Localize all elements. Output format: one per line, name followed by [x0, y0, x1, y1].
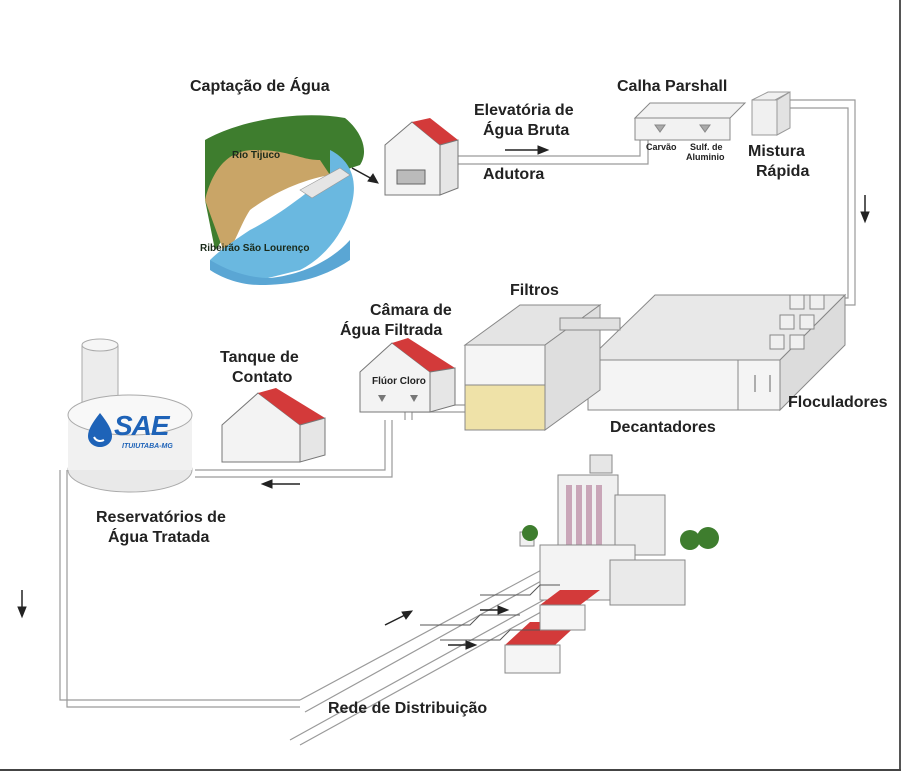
label-reservatorios-line1: Reservatórios de: [96, 509, 226, 526]
flow-arrows-distribution: [384, 605, 510, 650]
label-reservatorios-line2: Água Tratada: [108, 529, 210, 546]
label-mistura-line1: Mistura: [748, 143, 805, 160]
filtros-tank: [463, 304, 621, 431]
camara-agua-filtrada-building: [359, 338, 456, 413]
tree-icons: [522, 525, 719, 550]
tanque-de-contato-building: [221, 388, 326, 463]
label-rede-distribuicao: Rede de Distribuição: [328, 700, 488, 717]
city-buildings: [504, 454, 686, 674]
flow-arrow-left-down: [17, 590, 27, 619]
water-drop-icon: [88, 413, 112, 447]
calha-parshall: [633, 102, 747, 141]
label-rio-tijuco: Rio Tijuco: [232, 150, 281, 161]
distribution-pipes: [420, 584, 560, 641]
label-carvao: Carvão: [646, 142, 677, 152]
captacao-terrain: [205, 115, 365, 285]
flow-arrow-right-down: [860, 195, 870, 224]
label-captacao: Captação de Água: [190, 78, 330, 95]
flow-arrow-adutora: [505, 145, 550, 155]
sae-logo-subtitle: ITUIUTABA-MG: [122, 443, 173, 450]
label-floculadores: Floculadores: [788, 394, 888, 411]
flow-arrow-intake: [351, 167, 379, 184]
label-sulf-line1: Sulf. de: [690, 142, 723, 152]
label-mistura-line2: Rápida: [756, 163, 810, 180]
label-elevatoria-line1: Elevatória de: [474, 102, 574, 119]
label-decantadores: Decantadores: [610, 419, 716, 436]
label-camara-line1: Câmara de: [370, 302, 452, 319]
mistura-rapida-tank: [751, 91, 791, 136]
label-ribeirao: Ribeirão São Lourenço: [200, 243, 310, 254]
label-calha-parshall: Calha Parshall: [617, 78, 728, 95]
frame-border-bottom: [0, 769, 901, 771]
label-elevatoria-line2: Água Bruta: [483, 122, 570, 139]
label-filtros: Filtros: [510, 282, 559, 299]
label-camara-line2: Água Filtrada: [340, 322, 443, 339]
label-tanque-line2: Contato: [232, 369, 293, 386]
elevatoria-building: [384, 118, 459, 196]
flow-arrow-left: [260, 479, 300, 489]
decantadores-floculadores-block: [586, 293, 847, 412]
label-tanque-line1: Tanque de: [220, 349, 299, 366]
label-fluor-cloro: Flúor Cloro: [372, 376, 426, 387]
label-adutora: Adutora: [483, 166, 545, 183]
label-sulf-line2: Aluminio: [686, 152, 725, 162]
sae-logo: SAE: [114, 410, 170, 441]
frame-border-right: [899, 0, 901, 771]
